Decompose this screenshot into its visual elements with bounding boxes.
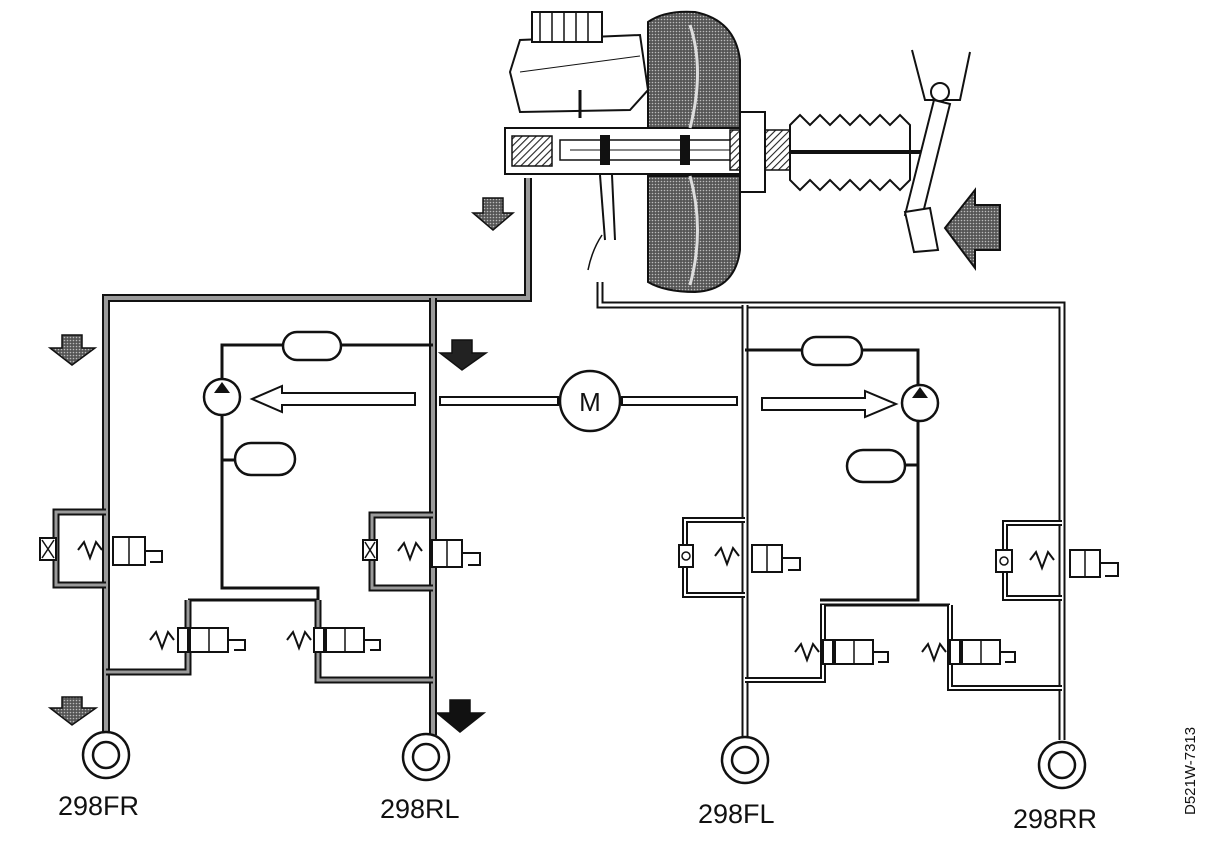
master-cylinder-assembly — [504, 10, 1001, 294]
spring-icon — [77, 539, 103, 561]
solenoid-valve-icon — [362, 539, 481, 568]
wheel-brake-icon — [401, 732, 451, 782]
wheel-label-rl: 298RL — [380, 794, 460, 824]
pump-icon — [900, 383, 940, 423]
accumulator-right-upper — [800, 335, 864, 367]
solenoid-valve-icon — [921, 639, 1016, 665]
brake-booster — [647, 10, 766, 294]
figure-code: D521W-7313 — [1182, 727, 1199, 815]
push-rod-bellows — [789, 113, 935, 192]
pedal-force-arrow-icon — [943, 187, 1001, 271]
motor-label: M — [579, 387, 601, 417]
pressure-arrow-icon — [47, 696, 99, 726]
right-brake-circuit — [596, 282, 1066, 740]
pressure-arrow-icon — [434, 699, 487, 733]
spring-icon — [1029, 549, 1055, 571]
wheel-label-fl: 298FL — [698, 799, 775, 829]
spring-icon — [921, 641, 947, 663]
wheel-label-rr: 298RR — [1013, 804, 1097, 834]
pressure-arrow-icon — [470, 197, 516, 231]
spring-icon — [397, 540, 423, 562]
spring-icon — [794, 641, 820, 663]
solenoid-valve-icon — [149, 627, 246, 653]
wheel-brake-icon — [81, 730, 131, 780]
solenoid-valve-icon — [995, 549, 1119, 578]
solenoid-valve-icon — [286, 627, 381, 653]
solenoid-valve-icon — [794, 639, 889, 665]
motor-drive-shaft-left — [249, 384, 559, 414]
wheel-label-fr: 298FR — [58, 791, 139, 821]
solenoid-valve-icon — [678, 544, 801, 573]
accumulator-right-lower — [845, 448, 907, 484]
spring-icon — [714, 545, 740, 567]
accumulator-left-lower — [233, 441, 297, 477]
pump-icon — [202, 377, 242, 417]
spring-icon — [149, 629, 175, 651]
solenoid-valve-icon — [39, 536, 163, 566]
wheel-brake-icon — [1037, 740, 1087, 790]
brake-fluid-reservoir — [508, 11, 650, 118]
wheel-brake-icon — [720, 735, 770, 785]
motor-drive-shaft-right — [621, 389, 899, 419]
pressure-arrow-icon — [47, 334, 98, 366]
accumulator-left-upper — [281, 330, 343, 362]
spring-icon — [286, 629, 312, 651]
brake-pedal — [903, 49, 971, 254]
motor-icon: M — [558, 369, 622, 433]
pressure-arrow-icon — [437, 339, 489, 371]
